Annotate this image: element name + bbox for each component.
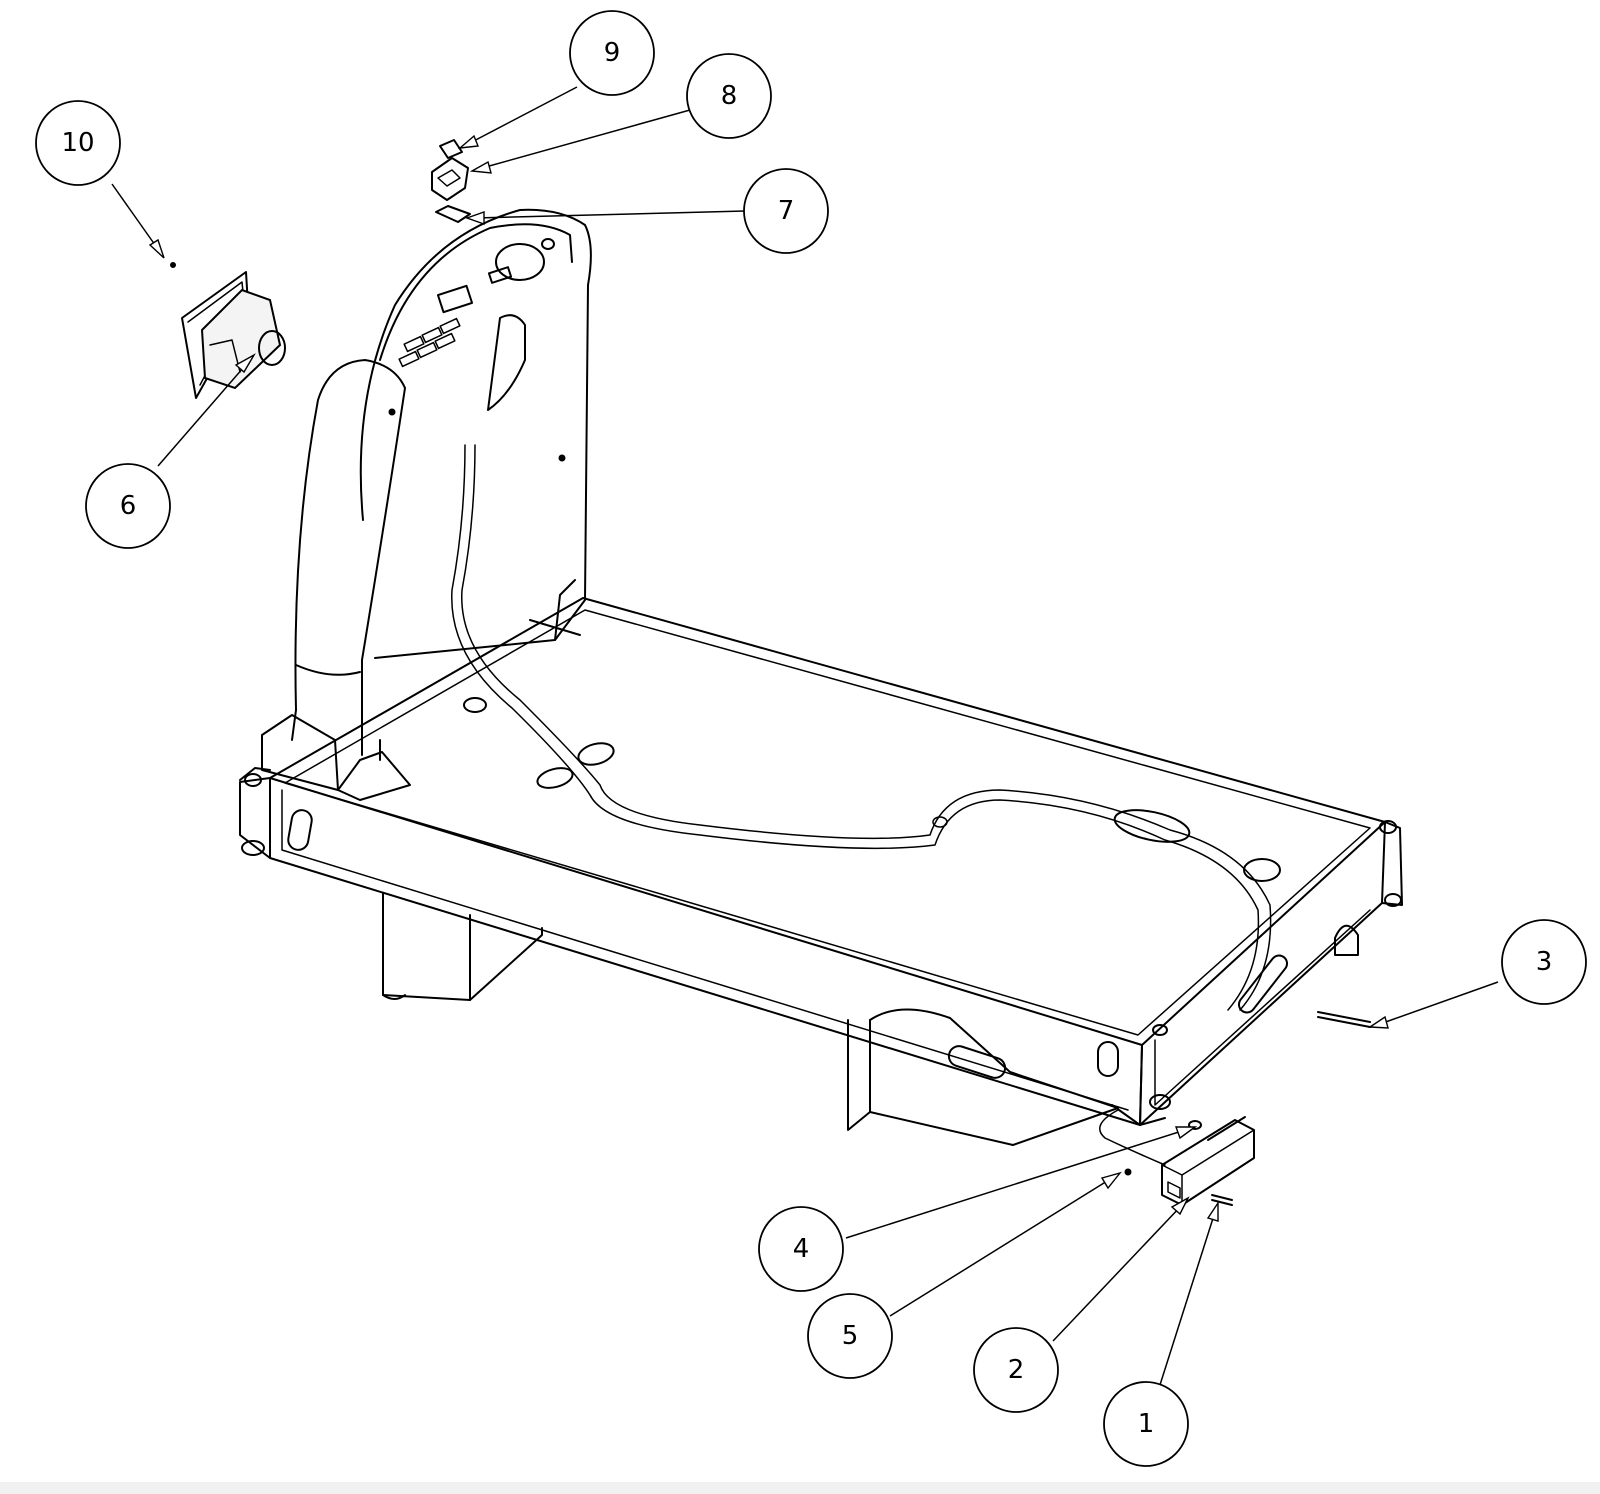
balloon-7-label: 7: [778, 196, 795, 226]
balloon-6-label: 6: [120, 491, 137, 521]
part-4-screw: [1188, 1120, 1202, 1130]
part-8-connector: [431, 157, 469, 201]
balloon-3: 3: [1501, 919, 1587, 1005]
balloon-10: 10: [35, 100, 121, 186]
balloon-5: 5: [807, 1293, 893, 1379]
balloon-10-label: 10: [61, 128, 94, 158]
balloon-4: 4: [758, 1206, 844, 1292]
balloon-5-label: 5: [842, 1321, 859, 1351]
part-5-washer: [1124, 1168, 1132, 1176]
balloon-1-label: 1: [1138, 1409, 1155, 1439]
bottom-border-strip: [0, 1482, 1600, 1494]
base-legs: [382, 892, 1119, 1146]
balloon-4-label: 4: [793, 1234, 810, 1264]
balloon-9: 9: [569, 10, 655, 96]
balloon-8: 8: [686, 53, 772, 139]
part-1-pin: [1211, 1194, 1233, 1206]
balloon-7: 7: [743, 168, 829, 254]
base-platform: [239, 597, 1403, 1126]
balloon-6: 6: [85, 463, 171, 549]
balloon-2: 2: [973, 1327, 1059, 1413]
part-7-pad: [435, 205, 471, 223]
part-6-scanner-module: [170, 262, 286, 399]
part-3-rod: [1317, 1011, 1371, 1028]
keypad: [398, 317, 461, 368]
leader-lines: [111, 86, 1499, 1389]
balloon-1: 1: [1103, 1381, 1189, 1467]
part-2-connector-block: [1161, 1116, 1255, 1206]
part-9-clip: [439, 139, 463, 159]
balloon-9-label: 9: [604, 38, 621, 68]
balloon-3-label: 3: [1536, 947, 1553, 977]
balloon-2-label: 2: [1008, 1355, 1025, 1385]
balloon-8-label: 8: [721, 81, 738, 111]
upright-tower: [261, 208, 1272, 1011]
